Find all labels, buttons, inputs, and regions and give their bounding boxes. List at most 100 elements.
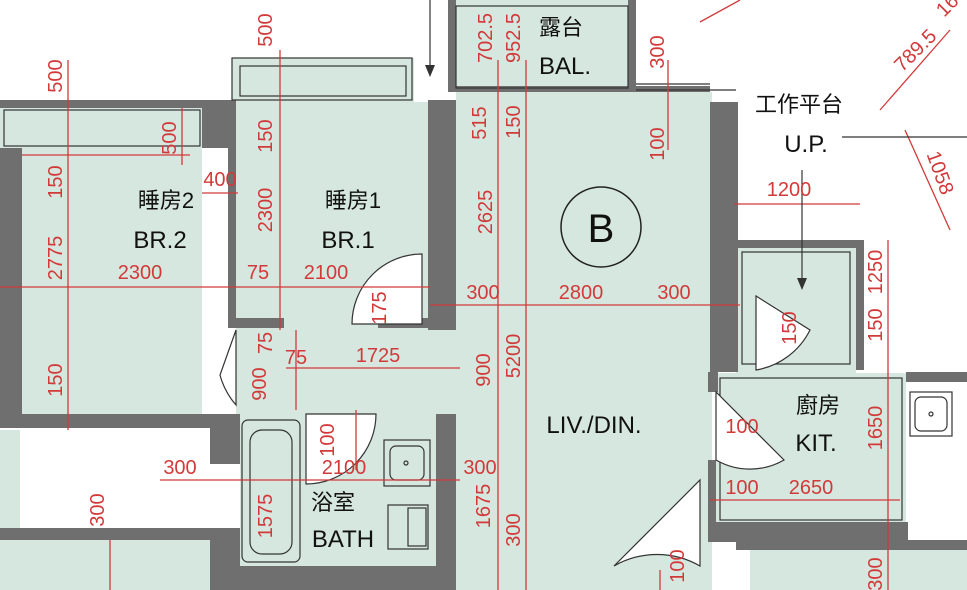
left-lower-floor bbox=[0, 540, 210, 590]
dimension-label: 515 bbox=[469, 106, 491, 139]
wall bbox=[0, 528, 240, 540]
planter-inner bbox=[239, 65, 407, 97]
dimension-label: 300 bbox=[503, 513, 525, 546]
dimension-label: 150 bbox=[45, 363, 67, 396]
kitchen-label-en: KIT. bbox=[795, 430, 836, 457]
toilet bbox=[387, 504, 429, 550]
wall bbox=[708, 372, 718, 392]
dimension-label: 300 bbox=[87, 493, 109, 526]
dimension-label: 100 bbox=[667, 549, 689, 582]
bedroom1-label-en: BR.1 bbox=[321, 227, 374, 254]
up-label-en: U.P. bbox=[784, 131, 828, 158]
dimension-label: 952.5 bbox=[503, 13, 525, 63]
unit-marker-circle bbox=[560, 186, 642, 268]
dimension-label: 2800 bbox=[559, 282, 604, 304]
wall bbox=[210, 540, 240, 590]
room-labels: 露台 BAL. 工作平台 U.P. 睡房2 BR.2 睡房1 BR.1 LIV.… bbox=[133, 15, 843, 553]
dimension-line bbox=[699, 0, 741, 23]
dimension-label: 150 bbox=[503, 105, 525, 138]
dimension-label: 75 bbox=[285, 347, 307, 369]
dimension-label: 1675 bbox=[473, 484, 495, 529]
up-floor bbox=[736, 245, 856, 373]
dimension-label: 2100 bbox=[322, 457, 367, 479]
up-outline bbox=[741, 251, 851, 365]
dimension-label: 900 bbox=[473, 353, 495, 386]
door-up bbox=[755, 294, 811, 371]
wall bbox=[452, 86, 710, 92]
wall bbox=[232, 318, 284, 328]
dimension-label: 2625 bbox=[475, 190, 497, 235]
dimension-label: 2775 bbox=[45, 236, 67, 281]
wall bbox=[210, 414, 240, 464]
planter-outline bbox=[231, 57, 413, 101]
dimension-label: 500 bbox=[45, 59, 67, 92]
corridor-floor bbox=[236, 324, 458, 414]
leader-lines bbox=[425, 0, 967, 290]
dimension-label: 150 bbox=[45, 165, 67, 198]
bathroom-sink bbox=[383, 439, 431, 487]
dimension-label: 1058 bbox=[922, 148, 958, 197]
living-floor bbox=[456, 92, 712, 590]
dimension-label: 5200 bbox=[503, 334, 525, 379]
dimension-label: 1575 bbox=[255, 494, 277, 539]
bedroom2-balcony-floor bbox=[0, 108, 202, 150]
bedroom1-label-cn: 睡房1 bbox=[325, 188, 381, 213]
wall bbox=[202, 100, 236, 148]
door-entry bbox=[613, 478, 701, 568]
dimension-label: 1200 bbox=[767, 179, 812, 201]
wall bbox=[240, 566, 456, 590]
bathroom-label-cn: 浴室 bbox=[311, 490, 355, 515]
br2-balcony-inner bbox=[3, 109, 201, 147]
wall bbox=[448, 0, 456, 92]
wall bbox=[628, 0, 636, 92]
bathroom-label-en: BATH bbox=[312, 526, 374, 553]
wall bbox=[428, 100, 456, 330]
dimension-line bbox=[904, 129, 951, 231]
bathtub-basin bbox=[249, 429, 293, 555]
kitchen-label-cn: 廚房 bbox=[796, 393, 840, 418]
dimension-line bbox=[879, 29, 951, 111]
dimension-label: 150 bbox=[779, 311, 801, 344]
dimension-label: 1725 bbox=[356, 345, 401, 367]
dimension-label: 500 bbox=[255, 13, 277, 46]
dimension-label: 400 bbox=[203, 169, 236, 191]
dimension-label: 2100 bbox=[304, 262, 349, 284]
unit-marker-label: B bbox=[588, 207, 615, 251]
bedroom1-planter-floor bbox=[232, 58, 414, 102]
wall bbox=[228, 148, 236, 328]
dimension-label: 16 bbox=[932, 0, 963, 21]
bedroom-left-edge-floor bbox=[0, 430, 20, 540]
toilet-tank bbox=[407, 507, 427, 547]
balcony-outline bbox=[455, 5, 629, 89]
dimension-label: 300 bbox=[163, 457, 196, 479]
wall bbox=[0, 414, 236, 428]
dimension-label: 175 bbox=[369, 291, 391, 324]
wall bbox=[736, 540, 967, 550]
dimension-label: 300 bbox=[463, 457, 496, 479]
wall bbox=[436, 414, 456, 590]
kitchen-sink-bowl bbox=[914, 396, 948, 432]
outline-lines bbox=[3, 5, 903, 521]
dimension-label: 1650 bbox=[865, 406, 887, 451]
wall bbox=[708, 522, 908, 542]
wall bbox=[906, 372, 967, 382]
balcony-label-cn: 露台 bbox=[539, 15, 583, 40]
bathroom-sink-drain bbox=[403, 460, 409, 466]
wall bbox=[710, 102, 738, 372]
dimension-label: 100 bbox=[317, 423, 339, 456]
bedroom2-floor bbox=[22, 148, 202, 423]
arrow-icon bbox=[425, 65, 435, 77]
dimension-label: 300 bbox=[657, 282, 690, 304]
door-bedroom2 bbox=[219, 329, 237, 407]
wall bbox=[736, 240, 864, 248]
dimension-label: 300 bbox=[466, 282, 499, 304]
arrow-icon bbox=[797, 278, 807, 290]
dimension-label: 150 bbox=[865, 308, 887, 341]
balcony-label-en: BAL. bbox=[539, 53, 591, 80]
dimension-label: 2300 bbox=[255, 188, 277, 233]
up-label-cn: 工作平台 bbox=[755, 92, 843, 117]
door-bedroom1 bbox=[351, 253, 423, 325]
